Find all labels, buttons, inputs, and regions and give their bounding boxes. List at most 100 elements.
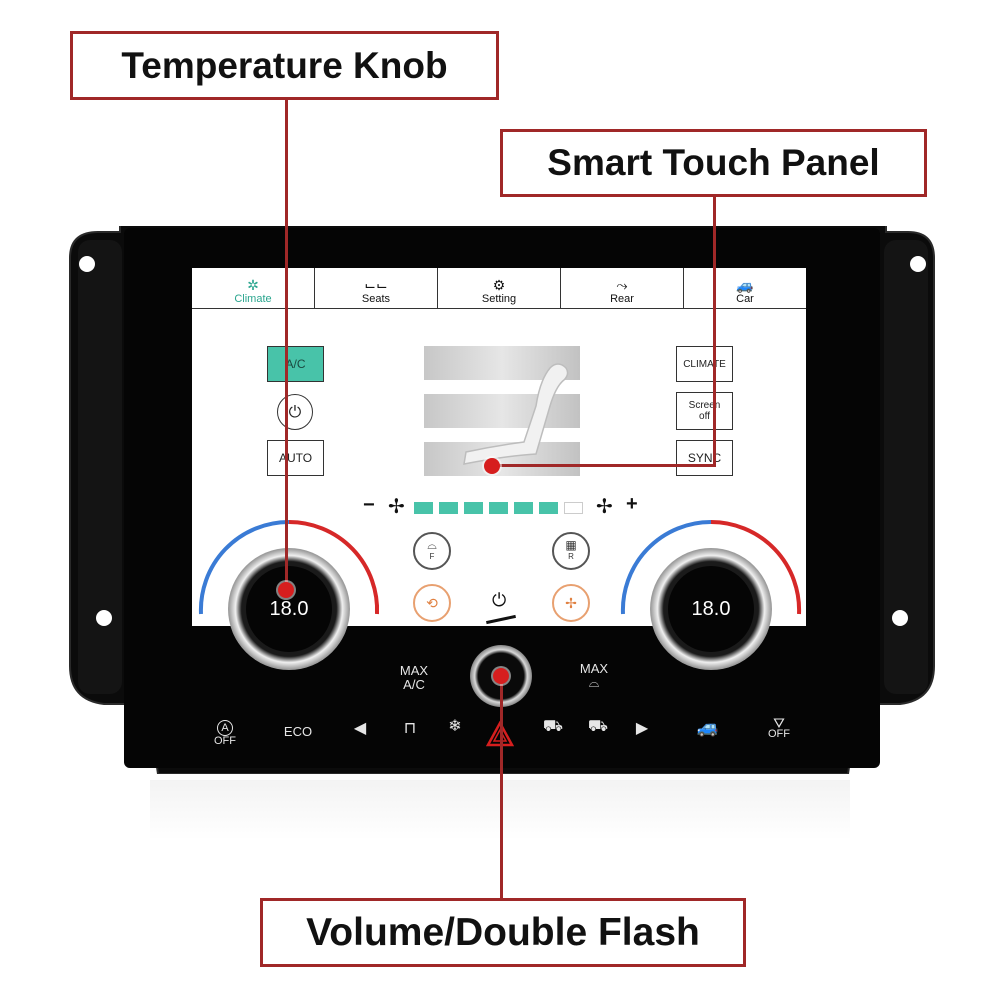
mount-hole	[892, 610, 908, 626]
right-temperature-knob[interactable]: 18.0	[650, 548, 772, 670]
auto-button-label: AUTO	[278, 450, 313, 465]
front-defrost-icon: ⌓	[427, 538, 437, 552]
sand-car-icon: ⛟	[587, 718, 609, 735]
max-ac-label-line1: MAX	[399, 663, 429, 678]
tab-car[interactable]: 🚙 Car	[684, 268, 806, 308]
marker-temperature-knob	[278, 582, 294, 598]
left-knob-display: 18.0	[246, 566, 332, 652]
terrain-general-button[interactable]: ⊓	[398, 720, 422, 737]
front-defrost-button[interactable]: ⌓ F	[413, 532, 451, 570]
tab-rear-label: Rear	[610, 293, 634, 305]
car-front-icon: ⊓	[403, 720, 417, 737]
hdc-off-label: OFF	[768, 728, 790, 740]
fan-speed-segment[interactable]	[464, 502, 483, 514]
rear-icon: ⤳	[616, 277, 628, 293]
prev-button[interactable]: ◀	[350, 720, 370, 737]
triangle-left-icon: ◀	[353, 720, 367, 737]
mount-hole	[96, 610, 112, 626]
callout-temperature-knob-label: Temperature Knob	[121, 44, 448, 86]
rear-defrost-icon: ▦	[565, 538, 577, 552]
hdc-off-button[interactable]: ⛛ OFF	[764, 715, 794, 740]
climate-button-label: CLIMATE	[683, 358, 726, 370]
eco-label: ECO	[283, 724, 313, 739]
rear-defrost-button[interactable]: ▦ R	[552, 532, 590, 570]
screen-tab-bar: ✲ Climate ⌙⌙ Seats ⚙ Setting ⤳ Rear 🚙 Ca…	[192, 268, 806, 309]
setting-icon: ⚙	[492, 277, 506, 293]
fan-low-icon: ✢	[388, 496, 405, 518]
snow-car-icon: ❄	[448, 718, 462, 735]
front-defrost-badge: F	[429, 552, 435, 561]
max-defrost-button[interactable]: MAX ⌓	[572, 662, 616, 690]
leader-line-temperature	[285, 100, 288, 590]
tab-rear[interactable]: ⤳ Rear	[561, 268, 684, 308]
fan-mode-icon: ✢	[565, 594, 577, 611]
fan-speed-segment[interactable]	[414, 502, 433, 514]
callout-volume-double-flash: Volume/Double Flash	[260, 898, 746, 967]
recirculation-button[interactable]: ⟲	[413, 584, 451, 622]
fan-speed-segment[interactable]	[439, 502, 458, 514]
fan-mode-button[interactable]: ✢	[552, 584, 590, 622]
ac-button-label: A/C	[285, 356, 306, 371]
mount-hole	[79, 256, 95, 272]
marker-volume-knob	[493, 668, 509, 684]
leader-line-volume	[500, 680, 503, 898]
max-ac-button[interactable]: MAX A/C	[392, 664, 436, 692]
right-temperature-value: 18.0	[691, 597, 731, 620]
climate-button[interactable]: CLIMATE	[676, 346, 733, 382]
auto-off-button[interactable]: A OFF	[208, 720, 242, 747]
left-temperature-value: 18.0	[269, 597, 309, 620]
seats-icon: ⌙⌙	[364, 277, 388, 293]
sync-button[interactable]: SYNC	[676, 440, 733, 476]
fan-speed-segment[interactable]	[564, 502, 583, 514]
terrain-snow-button[interactable]: ❄	[440, 718, 470, 735]
leader-line-touch-panel	[713, 197, 716, 466]
fan-speed-segment[interactable]	[489, 502, 508, 514]
recirculation-icon: ⟲	[426, 594, 438, 611]
terrain-mud-button[interactable]: ⛟	[538, 718, 568, 735]
airflow-middle[interactable]	[424, 394, 580, 428]
max-ac-label-line2: A/C	[403, 677, 425, 692]
fan-speed-segment[interactable]	[539, 502, 558, 514]
center-power-icon[interactable]: ⏻	[492, 590, 507, 610]
sync-button-label: SYNC	[687, 450, 722, 465]
callout-smart-touch-panel: Smart Touch Panel	[500, 129, 927, 197]
fan-plus-button[interactable]: +	[626, 493, 638, 515]
fan-minus-button[interactable]: −	[363, 494, 375, 516]
tab-seats[interactable]: ⌙⌙ Seats	[315, 268, 438, 308]
callout-temperature-knob: Temperature Knob	[70, 31, 499, 100]
rear-defrost-badge: R	[568, 552, 574, 561]
auto-off-label: OFF	[214, 735, 236, 747]
auto-off-icon: A	[217, 720, 233, 736]
mud-car-icon: ⛟	[542, 718, 564, 735]
seat-figure-icon	[463, 363, 569, 465]
fan-high-icon: ✢	[596, 496, 613, 518]
max-defrost-icon: ⌓	[588, 675, 600, 690]
tab-climate-label: Climate	[234, 293, 272, 305]
tab-climate[interactable]: ✲ Climate	[192, 268, 315, 308]
ac-button[interactable]: A/C	[267, 346, 324, 382]
mount-hole	[910, 256, 926, 272]
car-icon: 🚙	[736, 277, 754, 293]
auto-button[interactable]: AUTO	[267, 440, 324, 476]
screen-off-label-line1: Screen	[688, 400, 721, 411]
screen-off-button[interactable]: Screen off	[676, 392, 733, 430]
right-knob-display: 18.0	[668, 566, 754, 652]
callout-volume-double-flash-label: Volume/Double Flash	[306, 910, 700, 954]
terrain-sand-button[interactable]: ⛟	[584, 718, 612, 735]
fan-speed-segment[interactable]	[514, 502, 533, 514]
eco-button[interactable]: ECO	[278, 725, 318, 739]
volume-indicator	[486, 614, 516, 625]
next-button[interactable]: ▶	[632, 721, 652, 737]
terrain-rock-button[interactable]: 🚙	[686, 718, 730, 736]
tab-seats-label: Seats	[361, 293, 391, 305]
screen-off-label-line2: off	[699, 411, 710, 422]
climate-icon: ✲	[247, 277, 259, 293]
left-temperature-knob[interactable]: 18.0	[228, 548, 350, 670]
leader-line-touch-panel-horizontal	[493, 464, 716, 467]
tab-setting-label: Setting	[481, 293, 517, 305]
power-button[interactable]: ⏻	[277, 394, 313, 430]
hill-descent-icon: ⛛	[773, 715, 785, 731]
callout-smart-touch-panel-label: Smart Touch Panel	[547, 142, 880, 183]
fan-speed-bar[interactable]	[414, 500, 590, 516]
tab-setting[interactable]: ⚙ Setting	[438, 268, 561, 308]
